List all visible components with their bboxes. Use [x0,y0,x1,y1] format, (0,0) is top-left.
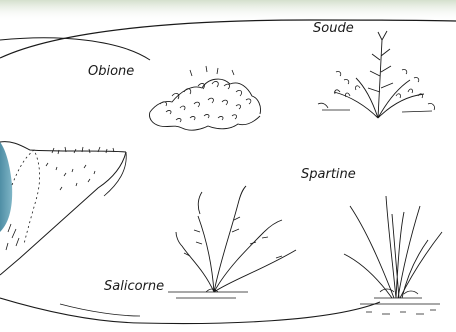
bottom-outline-2 [60,304,140,316]
obione-plant [149,66,260,130]
soude-label: Soude [313,21,354,36]
salicorne-label: Salicorne [104,279,164,294]
water-channel [0,142,12,232]
spartine-label: Spartine [301,167,356,182]
spartine-plant [344,196,442,314]
bottom-outline [0,298,380,324]
soude-plant [318,31,435,118]
salicorne-plant [168,186,296,298]
marsh-block [0,142,126,275]
obione-label: Obione [88,64,134,79]
top-haze [0,0,456,22]
